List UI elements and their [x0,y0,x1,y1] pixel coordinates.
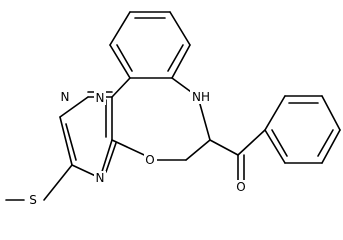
atom-label-nh: NH [190,90,212,104]
n2-text: N [61,90,70,104]
methylthio-group [5,164,73,201]
carbonyl-group [209,129,266,183]
o-ring-text: O [145,153,154,167]
atom-label-o-carbonyl: O [234,180,248,194]
n1-text: N [96,91,105,105]
atom-label-o-ring: O [144,153,157,167]
phenyl-ring [264,95,341,164]
o-carbonyl-text: O [236,180,245,194]
nh-text: NH [192,90,210,104]
atom-label-n1: N [94,91,106,105]
atom-label-s: S [27,193,39,207]
molecule-structure: N N N O NH S O [5,11,341,207]
atom-label-n2: N [59,90,71,104]
triazine-ring [59,91,117,179]
benzo-ring [109,11,191,79]
structure-drawing: N N N O NH S O [5,11,341,207]
n3-text: N [96,171,105,185]
atom-label-n3: N [94,171,106,185]
s-text: S [29,193,37,207]
